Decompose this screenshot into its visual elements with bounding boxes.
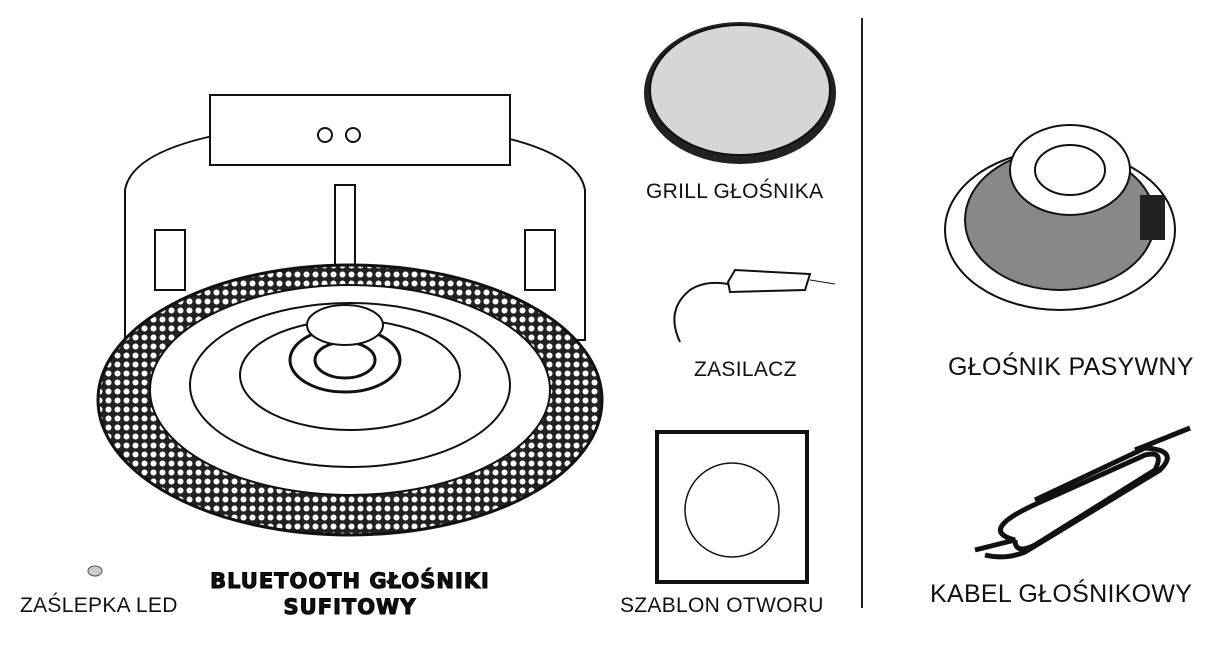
led-cap-label: ZAŚLEPKA LED [20, 594, 178, 617]
passive-speaker-drawing [944, 124, 1176, 311]
speaker-cable-label: KABEL GŁOŚNIKOWY [930, 580, 1193, 608]
power-supply-label: ZASILACZ [694, 358, 797, 381]
grill-drawing [644, 22, 836, 164]
main-product-title-line2: SUFITOWY [283, 595, 417, 620]
passive-speaker-label: GŁOŚNIK PASYWNY [948, 353, 1194, 381]
power-supply-drawing [673, 268, 836, 343]
hole-template-label: SZABLON OTWORU [620, 594, 824, 617]
divider [861, 18, 863, 608]
led-cap-icon [87, 565, 103, 577]
main-product-title-line1: BLUETOOTH GŁOŚNIKI [210, 569, 490, 594]
speaker-cable-drawing [974, 425, 1191, 560]
bluetooth-ceiling-speaker-drawing [96, 94, 604, 537]
hole-template-drawing [655, 430, 809, 584]
grill-label: GRILL GŁOŚNIKA [646, 180, 824, 203]
